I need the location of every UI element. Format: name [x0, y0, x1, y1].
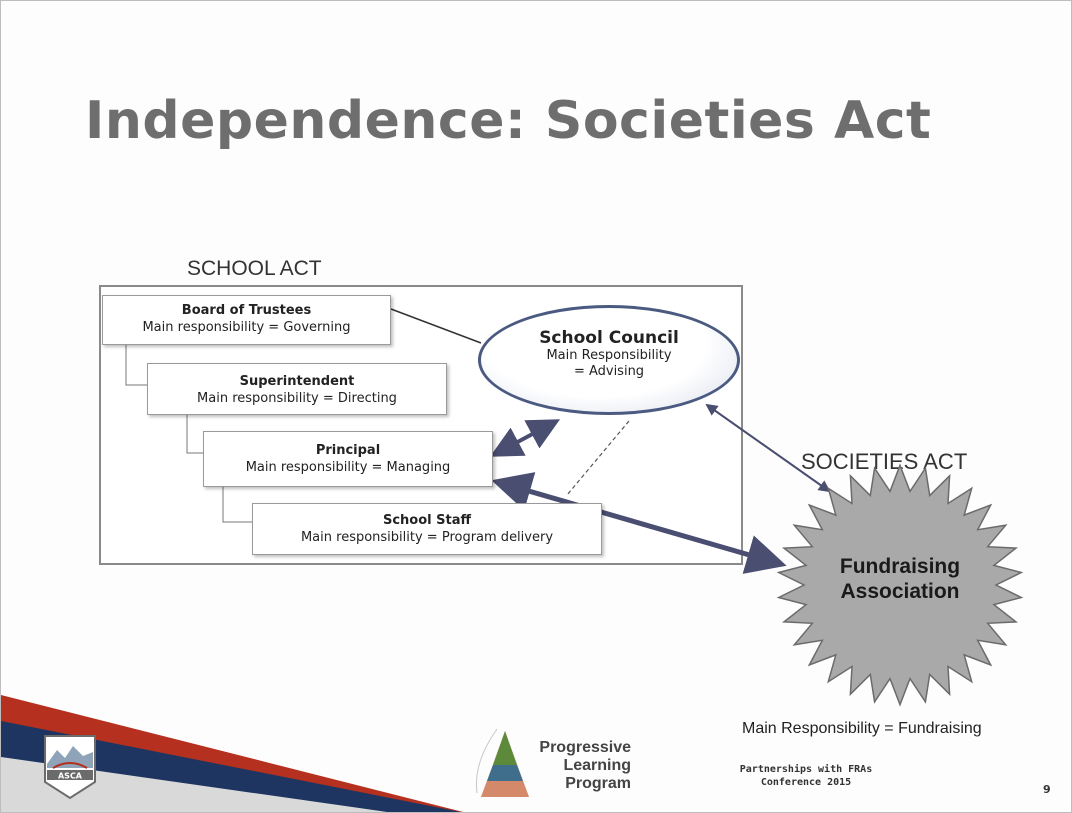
slide-title: Independence: Societies Act [85, 91, 932, 151]
council-resp-line1: Main Responsibility [546, 348, 672, 363]
school-staff-box: School Staff Main responsibility = Progr… [252, 503, 602, 555]
superintendent-responsibility: Main responsibility = Directing [197, 391, 397, 406]
bottom-swoosh-band [1, 695, 464, 812]
council-fundraising-arrow [705, 403, 831, 493]
asca-crest-icon: ASCA [44, 735, 96, 800]
principal-responsibility: Main responsibility = Managing [245, 460, 451, 475]
plp-line3: Program [565, 775, 631, 792]
staff-responsibility: Main responsibility = Program delivery [300, 530, 554, 545]
fundraising-association-label: Fundraising Association [807, 554, 993, 604]
principal-fundraising-arrow [491, 472, 787, 574]
super-principal-connector [186, 415, 203, 454]
footer-line1: Partnerships with FRAs [739, 764, 873, 775]
board-of-trustees-box: Board of Trustees Main responsibility = … [102, 295, 391, 345]
board-council-line [390, 308, 482, 344]
principal-name: Principal [315, 443, 381, 458]
board-name: Board of Trustees [181, 303, 312, 318]
plp-pyramid-icon [475, 728, 529, 797]
superintendent-box: Superintendent Main responsibility = Dir… [147, 363, 447, 415]
plp-line2: Learning [563, 757, 631, 774]
school-council-ellipse: School Council Main Responsibility = Adv… [478, 305, 740, 415]
page-number: 9 [1043, 783, 1051, 796]
crest-text: ASCA [58, 772, 83, 781]
plp-logo-text: Progressive Learning Program [527, 739, 631, 793]
societies-act-label: SOCIETIES ACT [801, 449, 968, 474]
board-responsibility: Main responsibility = Governing [142, 320, 351, 335]
council-resp-line2: = Advising [573, 364, 645, 379]
footer-caption: Partnerships with FRAs Conference 2015 [721, 763, 891, 789]
school-act-label: SCHOOL ACT [187, 257, 322, 280]
board-super-connector [125, 345, 147, 386]
principal-council-arrow [489, 419, 561, 457]
plp-line1: Progressive [539, 739, 631, 756]
fundraising-line2: Association [840, 580, 960, 603]
council-name: School Council [539, 328, 679, 348]
fundraising-responsibility: Main Responsibility = Fundraising [742, 720, 982, 737]
fundraising-line1: Fundraising [839, 555, 961, 578]
principal-staff-connector [222, 487, 252, 523]
footer-line2: Conference 2015 [760, 777, 852, 788]
principal-box: Principal Main responsibility = Managing [203, 431, 493, 487]
staff-name: School Staff [382, 513, 472, 528]
fundraising-starburst [776, 463, 1024, 707]
superintendent-name: Superintendent [239, 374, 355, 389]
